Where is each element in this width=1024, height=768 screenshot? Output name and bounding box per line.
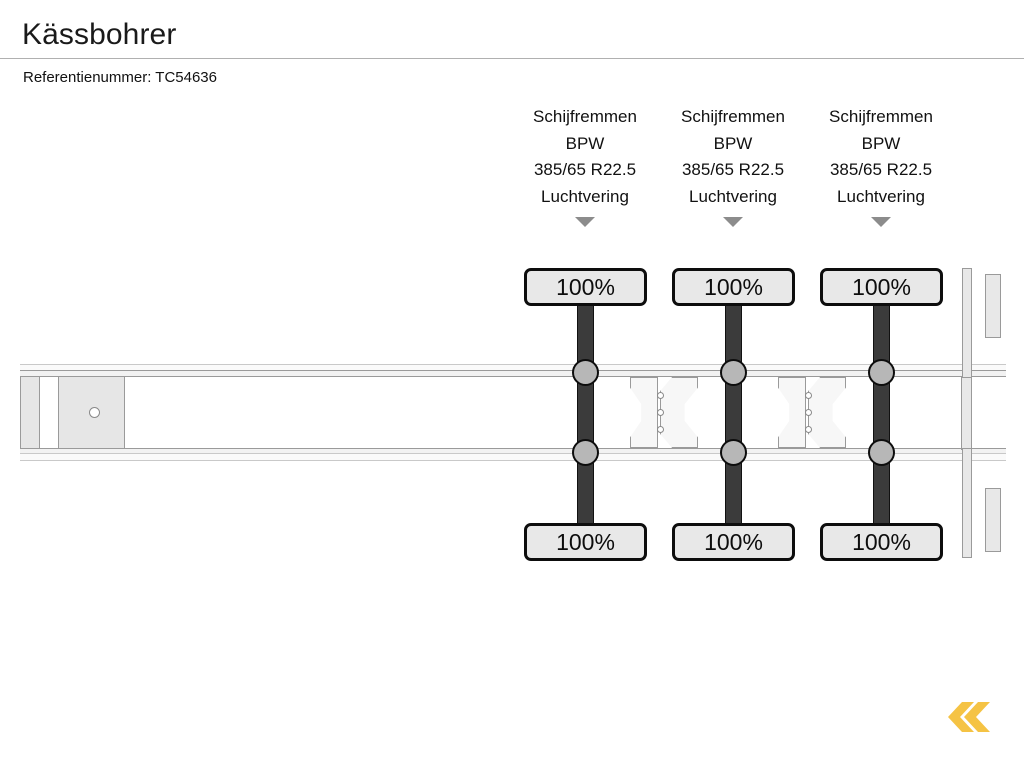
front-edge-plate: [20, 376, 40, 449]
rear-lower-panel: [985, 488, 1001, 552]
hanger-dot: [805, 409, 812, 416]
axle-1-make: BPW: [565, 133, 605, 153]
axle-label-2: Schijfremmen BPW 385/65 R22.5 Luchtverin…: [658, 104, 808, 210]
tyre-badge-3-bottom[interactable]: 100%: [820, 523, 943, 561]
wheel-hub-2-top: [720, 359, 747, 386]
suspension-hanger-2a: [778, 377, 806, 448]
tyre-badge-1-bottom[interactable]: 100%: [524, 523, 647, 561]
wheel-hub-1-bottom: [572, 439, 599, 466]
trailer-diagram: Schijfremmen BPW 385/65 R22.5 Luchtverin…: [0, 96, 1024, 716]
axle-2-brakes: Schijfremmen: [681, 107, 785, 126]
axle-2-make: BPW: [713, 133, 753, 153]
page-title: Kässbohrer: [22, 18, 177, 51]
kingpin-hole-icon: [89, 407, 100, 418]
page-header: Kässbohrer Referentienummer: TC54636: [0, 0, 1024, 96]
axle-1-brakes: Schijfremmen: [533, 107, 637, 126]
wheel-hub-1-top: [572, 359, 599, 386]
double-chevron-left-logo: [940, 700, 992, 734]
tyre-badge-2-top[interactable]: 100%: [672, 268, 795, 306]
axle-3-tyre-size: 385/65 R22.5: [829, 160, 933, 179]
axle-2-suspension: Luchtvering: [689, 186, 777, 206]
axle-3-make: BPW: [861, 133, 901, 153]
hanger-dot: [657, 409, 664, 416]
axle-pointer-3-icon: [871, 217, 891, 227]
chassis-top-rail: [20, 370, 1006, 377]
axle-3-brakes: Schijfremmen: [829, 107, 933, 126]
rear-lower-post: [962, 448, 972, 558]
hanger-dot: [805, 392, 812, 399]
hanger-dot: [657, 426, 664, 433]
tyre-badge-3-top[interactable]: 100%: [820, 268, 943, 306]
axle-label-3: Schijfremmen BPW 385/65 R22.5 Luchtverin…: [806, 104, 956, 210]
hanger-dot: [657, 392, 664, 399]
axle-pointer-1-icon: [575, 217, 595, 227]
hanger-dot: [805, 426, 812, 433]
axle-3-suspension: Luchtvering: [837, 186, 925, 206]
rear-upper-post: [962, 268, 972, 378]
axle-pointer-2-icon: [723, 217, 743, 227]
tyre-badge-2-bottom[interactable]: 100%: [672, 523, 795, 561]
axle-1-suspension: Luchtvering: [541, 186, 629, 206]
rear-upper-panel: [985, 274, 1001, 338]
tyre-badge-1-top[interactable]: 100%: [524, 268, 647, 306]
axle-label-1: Schijfremmen BPW 385/65 R22.5 Luchtverin…: [510, 104, 660, 210]
chassis-frame: 100% 100% 100% 100% 100% 100%: [0, 96, 1024, 716]
wheel-hub-3-bottom: [868, 439, 895, 466]
chevron-left-double-icon: [948, 702, 990, 732]
axle-2-tyre-size: 385/65 R22.5: [681, 160, 785, 179]
suspension-hanger-1a: [630, 377, 658, 448]
chassis-bottom-outer-rail: [20, 453, 1006, 461]
wheel-hub-2-bottom: [720, 439, 747, 466]
header-divider: [0, 58, 1024, 59]
wheel-hub-3-top: [868, 359, 895, 386]
suspension-hanger-1b: [660, 377, 698, 448]
suspension-hanger-2b: [808, 377, 846, 448]
rear-cross-member: [961, 377, 972, 450]
reference-number-label: Referentienummer: TC54636: [23, 69, 217, 86]
axle-1-tyre-size: 385/65 R22.5: [533, 160, 637, 179]
